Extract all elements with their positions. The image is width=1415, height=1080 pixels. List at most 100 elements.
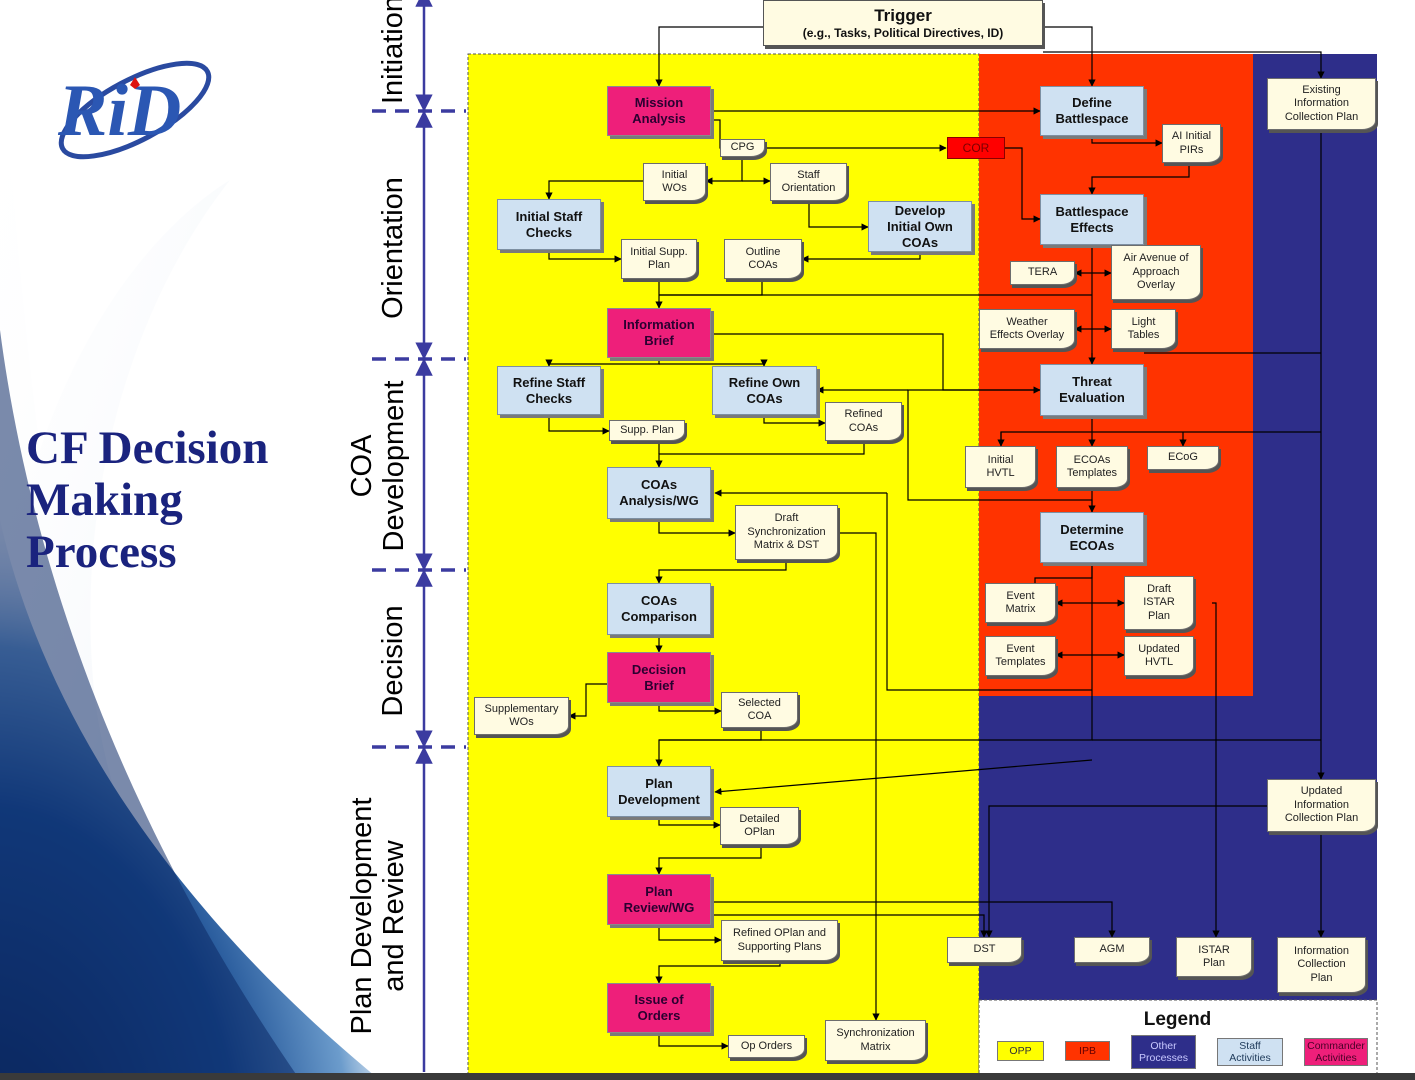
- node-label: Brief: [644, 333, 674, 348]
- node-label: Refine Own: [728, 374, 801, 390]
- node-label: Supp. Plan: [620, 423, 674, 436]
- node-label: Battlespace: [1055, 111, 1129, 126]
- legend-item: IPB: [1065, 1041, 1110, 1061]
- node-label: Determine: [1060, 521, 1124, 537]
- node-label: Information: [623, 317, 695, 332]
- node-dst: DST: [947, 937, 1022, 963]
- node-label: Initial Supp.: [630, 245, 688, 258]
- phase-label: and Review: [378, 840, 410, 992]
- node-label: Op Orders: [740, 1039, 793, 1052]
- node-label: WOs: [509, 716, 534, 728]
- node-label: Refined: [844, 408, 883, 420]
- node-label: Tables: [1127, 329, 1160, 341]
- node-label: COAs: [901, 234, 939, 250]
- node-label: Matrix & DST: [753, 539, 820, 552]
- node-label: Matrix: [1005, 603, 1036, 615]
- node-label: COAs: [748, 259, 778, 271]
- phase-label: Decision: [377, 605, 409, 717]
- trigger-subtitle: (e.g., Tasks, Political Directives, ID): [802, 25, 1004, 40]
- node-cor: COR: [947, 137, 1005, 159]
- node-label: Detailed: [739, 812, 780, 825]
- node-label: AI Initial: [1171, 130, 1212, 142]
- legend-label: Processes: [1138, 1052, 1189, 1064]
- legend-label: Staff: [1239, 1040, 1261, 1052]
- legend-label: Activities: [1229, 1052, 1271, 1064]
- node-label: Mission: [634, 95, 684, 110]
- node-label: Plan: [1147, 609, 1171, 622]
- node-label: Event: [1006, 642, 1035, 655]
- node-label: Development: [618, 791, 700, 807]
- node-oporders: Op Orders: [728, 1035, 805, 1058]
- node-label: Review/WG: [623, 899, 695, 915]
- node-label: Refine Staff: [512, 374, 586, 390]
- footer-bar: [0, 1073, 1415, 1080]
- node-label: Updated: [1300, 785, 1343, 798]
- node-label: Supplementary: [484, 702, 559, 715]
- node-label: Evaluation: [1059, 390, 1125, 405]
- node-label: Selected: [738, 696, 781, 709]
- node-label: Existing: [1302, 83, 1341, 96]
- node-label: Collection Plan: [1284, 812, 1359, 825]
- node-label: COAs: [848, 421, 879, 434]
- node-label: Templates: [995, 656, 1046, 668]
- legend-label: Commander: [1307, 1040, 1365, 1052]
- node-label: Refined OPlan and: [733, 927, 826, 939]
- phase-plan-development-review: Plan Development and Review: [346, 798, 410, 1035]
- node-label: Event: [1006, 589, 1035, 602]
- node-label: Matrix: [860, 1040, 891, 1053]
- page-title: CF Decision Making Process: [26, 422, 356, 578]
- node-label: HVTL: [986, 467, 1015, 479]
- node-label: PIRs: [1179, 143, 1204, 156]
- node-label: Threat: [1072, 374, 1112, 389]
- phase-label: COA: [346, 434, 378, 498]
- node-label: ECOAs: [1069, 537, 1115, 553]
- legend-label: IPB: [1079, 1045, 1096, 1057]
- trigger-title: Trigger: [874, 5, 932, 25]
- node-label: COA: [747, 710, 772, 722]
- node-label: Effects: [1070, 219, 1114, 235]
- node-label: Draft: [1147, 582, 1171, 595]
- node-label: Define: [1072, 95, 1112, 110]
- node-label: Information: [1293, 944, 1350, 957]
- node-label: Plan: [645, 775, 673, 791]
- node-label: Develop: [894, 202, 946, 218]
- node-label: Decision: [631, 661, 687, 677]
- node-label: Plan: [1310, 971, 1333, 984]
- node-label: COAs: [640, 477, 678, 492]
- legend-item: OPP: [997, 1041, 1044, 1061]
- node-label: COR: [962, 141, 990, 155]
- node-label: Overlay: [1137, 279, 1175, 292]
- trigger-box: Trigger (e.g., Tasks, Political Directiv…: [763, 0, 1043, 46]
- node-tera: TERA: [1010, 261, 1075, 285]
